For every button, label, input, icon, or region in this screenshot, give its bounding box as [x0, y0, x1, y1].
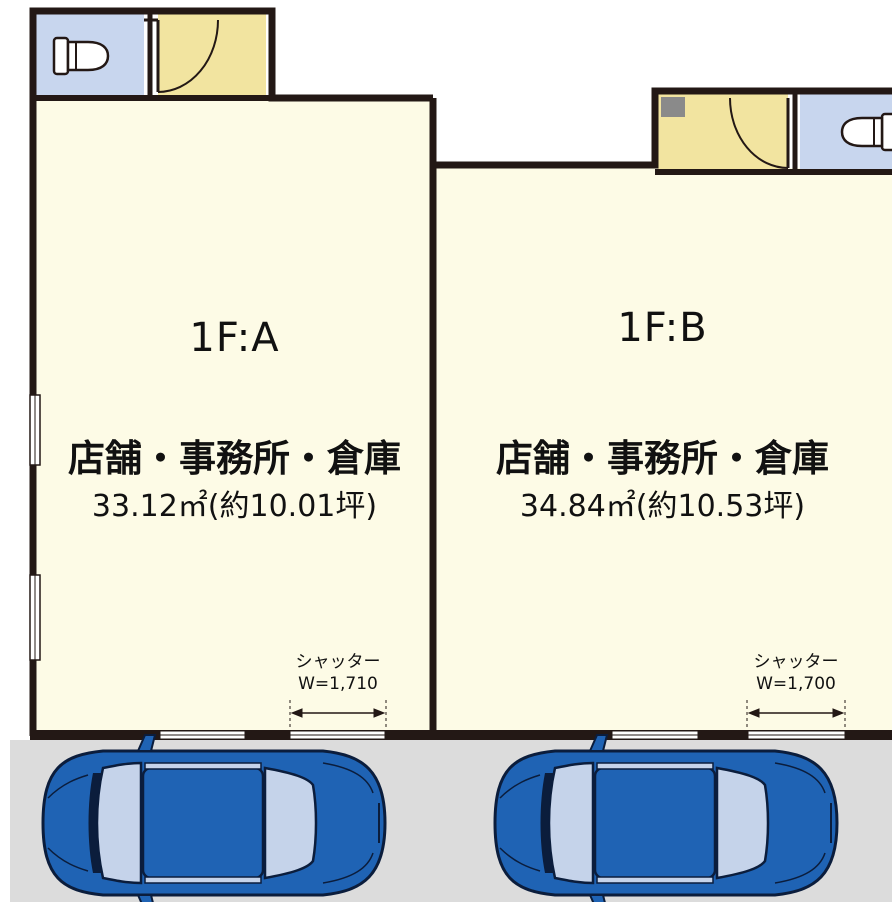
front-wall	[30, 730, 892, 740]
unit-a-shutter-width: W=1,710	[298, 674, 378, 694]
door-swing-icon	[729, 97, 790, 169]
unit-a-title: 1F:A	[189, 315, 280, 361]
unit-b-shutter-dimension	[746, 700, 846, 730]
unit-a-entry	[158, 14, 266, 98]
unit-b-shutter-label: シャッター	[753, 652, 839, 672]
unit-b-storage	[661, 97, 685, 117]
unit-a-window	[29, 394, 41, 661]
toilet-icon	[52, 36, 110, 76]
toilet-icon	[840, 112, 892, 152]
unit-b-title: 1F:B	[617, 305, 708, 351]
unit-a-shutter-dimension	[289, 700, 387, 730]
unit-a-area: 33.12㎡(約10.01坪)	[91, 489, 378, 524]
unit-b-room	[433, 168, 892, 734]
car-icon	[493, 733, 839, 902]
unit-a-use: 店舗・事務所・倉庫	[68, 437, 401, 480]
unit-a-room	[36, 98, 433, 734]
unit-b-area: 34.84㎡(約10.53坪)	[519, 489, 806, 524]
unit-a-shutter-label: シャッター	[295, 652, 381, 672]
unit-b-use: 店舗・事務所・倉庫	[496, 437, 829, 480]
car-icon	[41, 733, 387, 902]
unit-b-shutter-width: W=1,700	[756, 674, 836, 694]
